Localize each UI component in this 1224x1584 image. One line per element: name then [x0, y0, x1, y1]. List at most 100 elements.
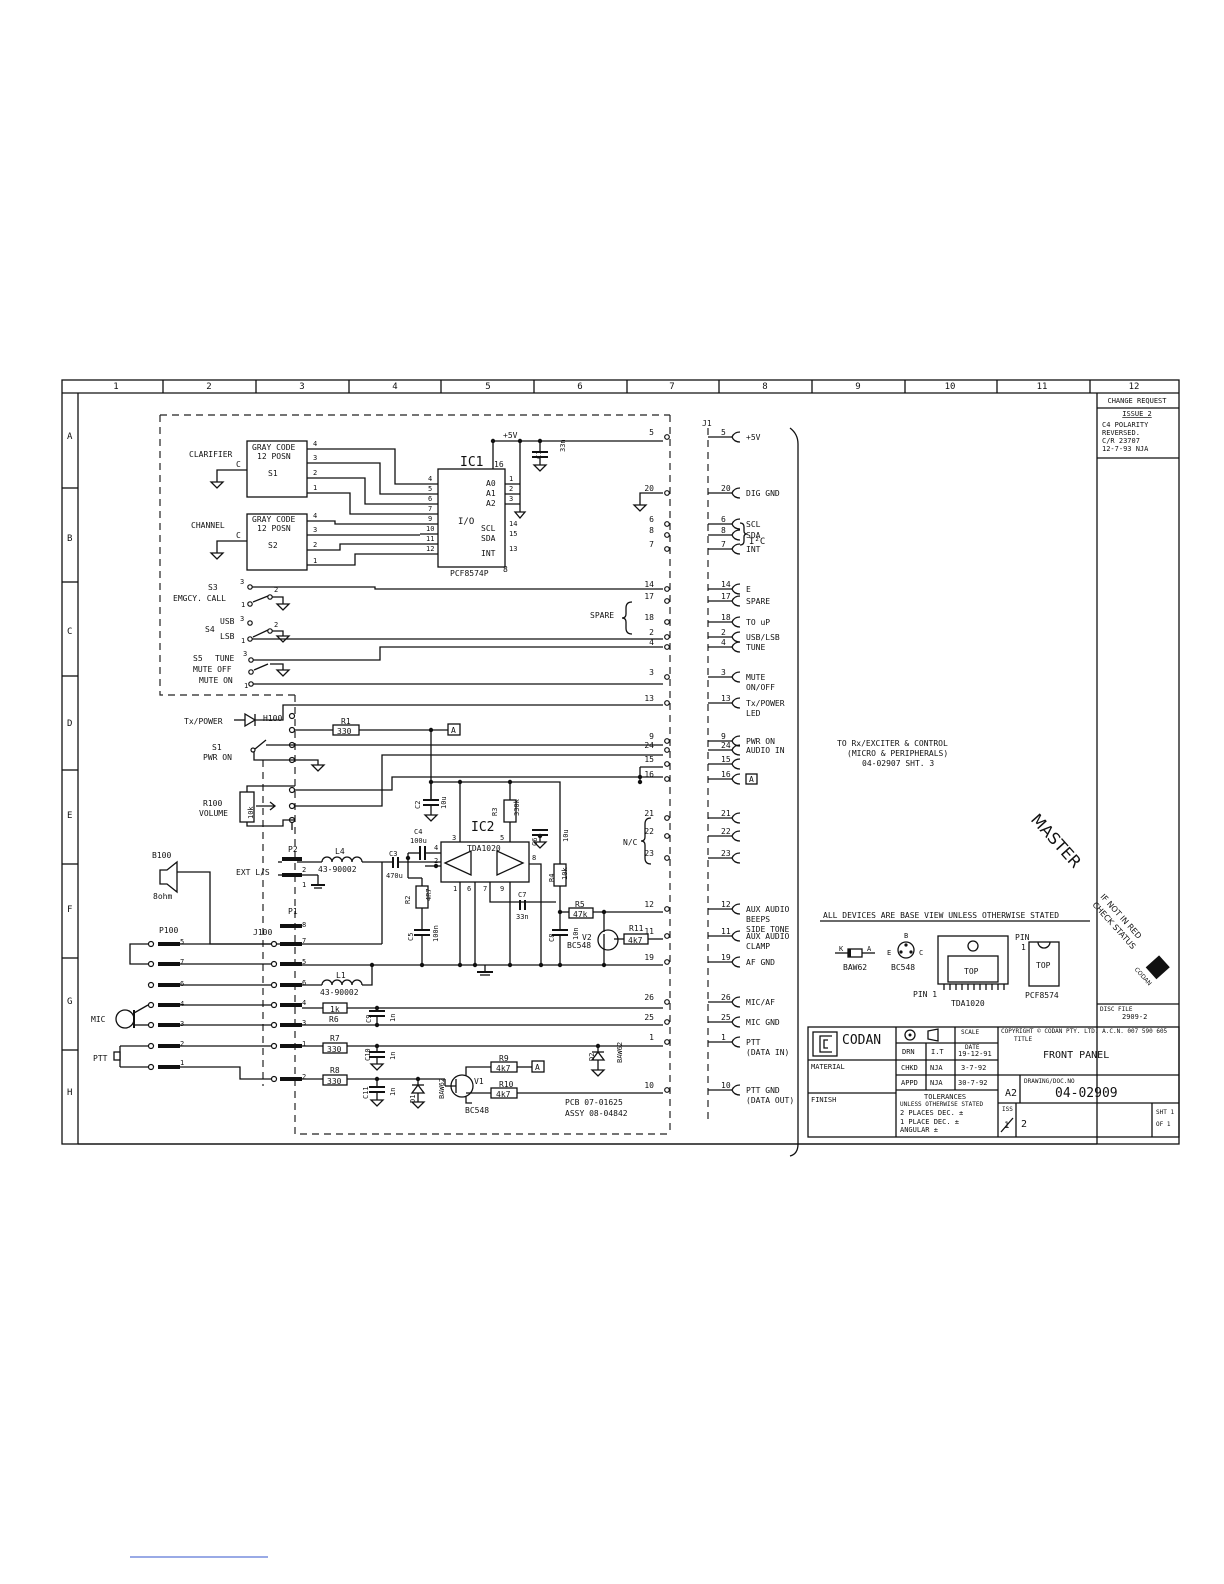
s3-ref: S3: [208, 583, 218, 592]
aux-audio-network: C7 33n 10k R4 C8 10n R5 47k V2 BC548 R11…: [516, 863, 663, 965]
ic1-pcf8574p: IC1 I/O PCF8574P 16 8 A0 A1 A2 SCL SDA I…: [420, 455, 527, 578]
r1-resistor: R1 330 A: [295, 717, 461, 800]
svg-text:4: 4: [313, 440, 317, 448]
j1-pin-label: SPARE: [746, 597, 770, 606]
ic1-pinnum: 2: [509, 485, 513, 493]
svg-text:SHT 1: SHT 1: [1156, 1109, 1174, 1116]
d2-part: BAW62: [616, 1042, 624, 1063]
c1-label: C1: [535, 451, 543, 459]
spare-label: SPARE: [590, 611, 614, 620]
ic1-pin-scl: SCL: [481, 524, 496, 533]
h100-label: H100: [263, 714, 282, 723]
r100-volume-pot: R100 VOLUME 10k: [199, 754, 663, 830]
svg-text:1: 1: [244, 682, 248, 690]
ic1-pinnum: 9: [428, 515, 432, 523]
l1-value: 43-90002: [320, 988, 359, 997]
j1-pin-number-left: 26: [644, 993, 654, 1002]
row-labels: A B C D E F G H: [67, 432, 73, 1098]
col-label: 7: [669, 382, 674, 392]
pcb-number: PCB 07-01625: [565, 1098, 623, 1107]
j1-pin-number-right: 24: [721, 741, 731, 750]
j1-pin-number-right: 17: [721, 592, 731, 601]
svg-text:1: 1: [453, 885, 457, 893]
ic1-pin-int: INT: [481, 549, 496, 558]
s5-label2: MUTE OFF: [193, 665, 232, 674]
svg-text:4: 4: [180, 1000, 184, 1008]
l1-label: L1: [336, 971, 346, 980]
svg-text:3: 3: [302, 1019, 306, 1027]
c2-value: 10u: [440, 796, 448, 809]
ptt-label: PTT: [93, 1054, 108, 1063]
pcf8574-label: PCF8574: [1025, 991, 1059, 1000]
ic1-pinnum: 1: [509, 475, 513, 483]
col-label: 8: [762, 382, 767, 392]
c3-l4-speaker-path: C3 470u L4 43-90002 P2 2 1 EXT L/S: [236, 845, 441, 889]
j1-pin-number-left: 6: [649, 515, 654, 524]
j1-pin-number-right: 23: [721, 849, 731, 858]
ptt-input: PTT R7 330 C10 1n: [93, 1034, 663, 1071]
j1-pin-number-right: 19: [721, 953, 731, 962]
svg-text:NJA: NJA: [930, 1064, 943, 1072]
svg-text:1: 1: [302, 1040, 306, 1048]
c5-label: C5: [407, 933, 415, 941]
svg-text:ISS: ISS: [1002, 1106, 1013, 1113]
svg-text:3: 3: [313, 526, 317, 534]
j1-pin-label: PWR ON: [746, 737, 775, 746]
j1-pin-number-right: 2: [721, 628, 726, 637]
r6-label: R6: [329, 1015, 339, 1024]
destination-note: TO Rx/EXCITER & CONTROL (MICRO & PERIPHE…: [837, 739, 948, 768]
r1-label: R1: [341, 717, 351, 726]
row-tick-marks: [62, 487, 78, 1051]
r100-label: R100: [203, 799, 222, 808]
change-request-box: CHANGE REQUEST ISSUE 2 C4 POLARITY REVER…: [1097, 397, 1179, 459]
svg-text:4: 4: [302, 999, 306, 1007]
s1-pwr-on-switch: S1 PWR ON: [203, 739, 663, 772]
s1pwr-label: PWR ON: [203, 753, 232, 762]
l4-value: 43-90002: [318, 865, 357, 874]
j1-pin-number-right: 4: [721, 638, 726, 647]
v1-label: V1: [474, 1077, 484, 1086]
j1-pin-number-left: 12: [644, 900, 654, 909]
j1-pin-label: MIC GND: [746, 1018, 780, 1027]
j1-pin-number-left: 14: [644, 580, 654, 589]
change-request-title: CHANGE REQUEST: [1107, 397, 1167, 405]
svg-text:5: 5: [500, 834, 504, 842]
svg-text:9: 9: [500, 885, 504, 893]
svg-text:UNLESS OTHERWISE STATED: UNLESS OTHERWISE STATED: [900, 1101, 983, 1108]
txpower-label: Tx/POWER: [184, 717, 223, 726]
j1-pin-number-left: 25: [644, 1013, 654, 1022]
ic1-pinnum: 4: [428, 475, 432, 483]
ic1-pin-a1: A1: [486, 489, 496, 498]
j1-pin-number-right: 1: [721, 1033, 726, 1042]
j1-pin-number-right: 16: [721, 770, 731, 779]
svg-text:3: 3: [240, 615, 244, 623]
l4-label: L4: [335, 847, 345, 856]
svg-text:OF 1: OF 1: [1156, 1121, 1171, 1128]
c9-value: 1n: [389, 1014, 397, 1022]
c9-label: C9: [365, 1015, 373, 1023]
c10-value: 1n: [389, 1052, 397, 1060]
c11-value: 1n: [389, 1088, 397, 1096]
svg-text:2: 2: [313, 469, 317, 477]
col-label: 4: [392, 382, 397, 392]
svg-text:3: 3: [240, 578, 244, 586]
svg-text:7: 7: [302, 937, 306, 945]
s1-clarifier-switch: GRAY CODE 12 POSN S1 CLARIFIER C 4 3 2 1: [189, 440, 420, 515]
svg-text:I.T: I.T: [931, 1048, 944, 1056]
flag-a-3: A: [749, 775, 754, 784]
spare-nc-braces: SPARE N/C: [590, 601, 652, 865]
svg-text:2: 2: [434, 857, 438, 865]
r6-value: 1k: [330, 1005, 340, 1014]
svg-text:1: 1: [241, 637, 245, 645]
j1-pin-number-left: 5: [649, 428, 654, 437]
ic1-pinnum: 11: [426, 535, 434, 543]
